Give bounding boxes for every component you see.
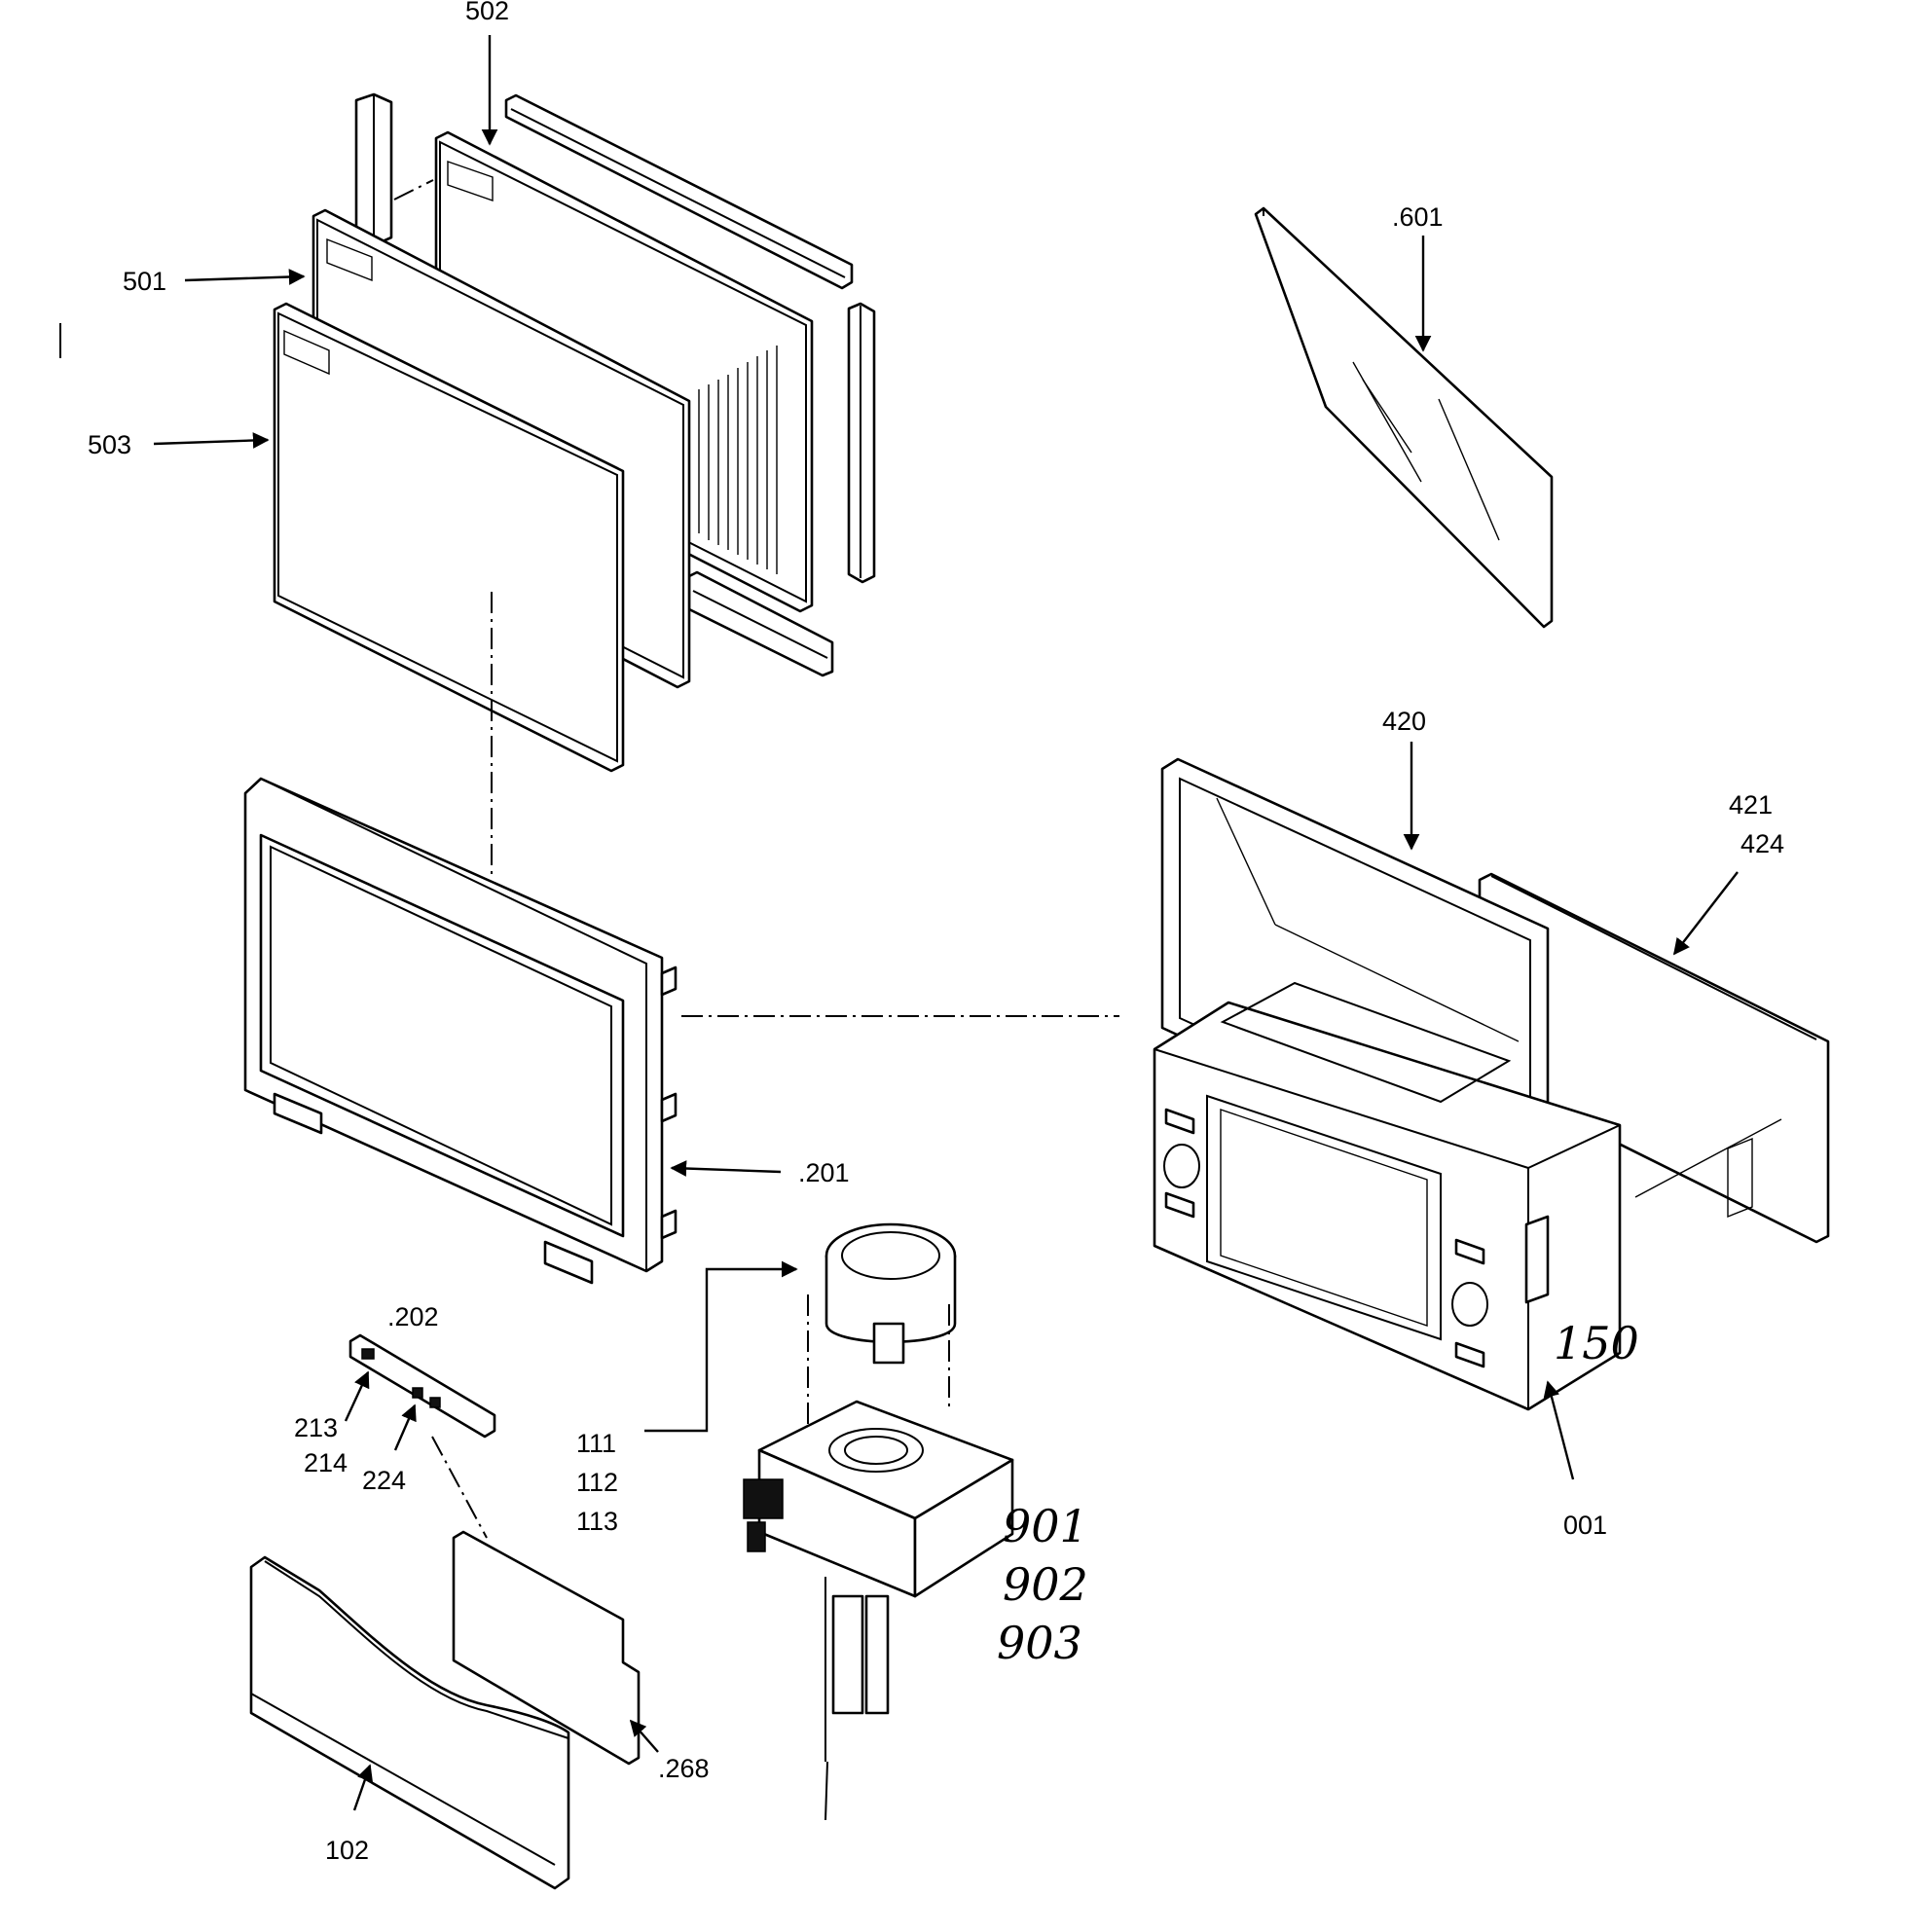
front-cover-102 (249, 1555, 570, 1890)
label-102: 102 (325, 1836, 369, 1865)
label-213: 213 (294, 1413, 338, 1442)
cabinet-001 (1153, 981, 1622, 1411)
crt-assembly-901 (743, 1400, 1014, 1821)
callout-labels: 502 501 503 .601 420 421 424 .201 .202 2… (88, 0, 1784, 1865)
panel-268 (452, 1530, 641, 1766)
leader-lines (59, 35, 1739, 1811)
label-112: 112 (576, 1468, 618, 1497)
label-268: .268 (658, 1754, 710, 1783)
label-224: 224 (362, 1466, 406, 1495)
panel-503 (273, 302, 625, 773)
cabinet-assembly (1153, 757, 1830, 1411)
label-201: .201 (798, 1158, 850, 1187)
label-001: 001 (1563, 1511, 1607, 1540)
label-420: 420 (1382, 707, 1426, 736)
alignment-line-bracket (431, 1436, 488, 1539)
label-903: 903 (997, 1617, 1082, 1669)
lens-assembly-111 (807, 1222, 957, 1431)
label-150: 150 (1554, 1317, 1639, 1369)
label-202: .202 (387, 1302, 439, 1331)
screen-assembly (273, 92, 876, 876)
label-214: 214 (304, 1448, 348, 1477)
frame-strip-top (504, 93, 854, 290)
lenticular-ridges (698, 346, 778, 574)
label-424: 424 (1740, 829, 1784, 858)
label-503: 503 (88, 430, 131, 459)
label-421: 421 (1729, 790, 1773, 820)
alignment-line-strip (393, 179, 434, 200)
mirror-601 (1254, 206, 1554, 629)
frame-strip-right (847, 302, 876, 584)
label-901: 901 (1003, 1500, 1088, 1552)
label-502: 502 (465, 0, 509, 25)
front-frame-201 (243, 777, 678, 1285)
label-501: 501 (123, 267, 166, 296)
label-601: .601 (1392, 202, 1444, 232)
label-111: 111 (576, 1429, 616, 1458)
label-113: 113 (576, 1507, 618, 1536)
control-bracket-202 (348, 1333, 496, 1439)
frame-strip-left (354, 92, 393, 247)
label-902: 902 (1003, 1558, 1088, 1611)
